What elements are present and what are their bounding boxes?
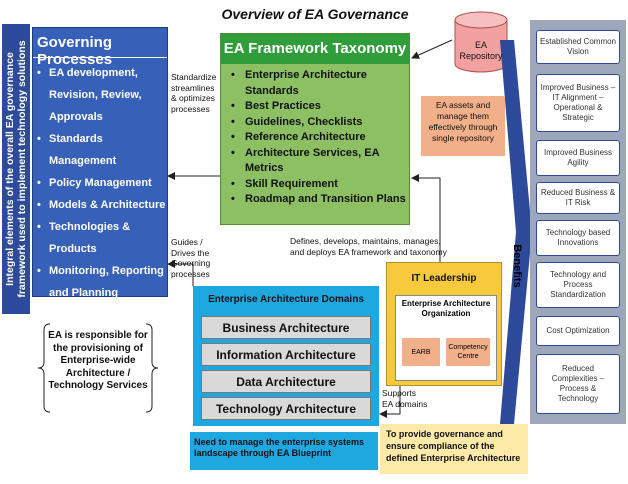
domain-business: Business Architecture (201, 316, 371, 339)
side-label-line-1: Integral elements of the overall EA gove… (4, 52, 16, 286)
taxonomy-item: Enterprise Architecture Standards (229, 68, 409, 99)
benefit-item: Cost Optimization (536, 316, 620, 346)
governing-processes-heading: Governing Processes (33, 28, 167, 68)
benefit-item: Established Common Vision (536, 30, 620, 64)
benefits-arrow-shape (500, 40, 532, 424)
supports-note: Supports EA domains (382, 388, 428, 409)
arrow-domains-to-governing (167, 260, 194, 286)
repository-label-line-2: Repository (459, 51, 503, 61)
benefits-column: Established Common Vision Improved Busin… (530, 20, 626, 424)
taxonomy-item: Skill Requirement (229, 177, 409, 193)
side-label-text: Integral elements of the overall EA gove… (4, 24, 28, 314)
taxonomy-item: Roadmap and Transition Plans (229, 192, 409, 208)
repository-note: EA assets and manage them effectively th… (421, 96, 505, 156)
benefits-label-text: Benefits (511, 244, 523, 288)
repository-cylinder (454, 11, 508, 73)
taxonomy-list: Enterprise Architecture Standards Best P… (221, 68, 409, 208)
domain-technology: Technology Architecture (201, 397, 371, 420)
repository-label: EA Repository (455, 40, 507, 62)
it-leadership-heading: IT Leadership (411, 273, 477, 284)
taxonomy-box: EA Framework Taxonomy Enterprise Archite… (220, 33, 410, 225)
benefit-item: Technology and Process Standardization (536, 262, 620, 308)
benefit-item: Reduced Complexities – Process & Technol… (536, 354, 620, 414)
benefits-label: Benefits (507, 236, 527, 296)
governing-processes-box: Governing Processes EA development, Revi… (32, 27, 168, 343)
taxonomy-heading: EA Framework Taxonomy (221, 34, 409, 64)
arrow-leadership-to-domains (379, 386, 401, 418)
standardize-note: Standardize streamlines & optimizes proc… (171, 72, 217, 114)
domains-heading: Enterprise Architecture Domains (208, 294, 364, 305)
governing-item: Technologies & Products (37, 216, 167, 260)
taxonomy-item: Best Practices (229, 99, 409, 115)
taxonomy-item: Architecture Services, EA Metrics (229, 146, 409, 177)
side-label-bar: Integral elements of the overall EA gove… (2, 24, 30, 314)
benefit-item: Improved Business Agility (536, 140, 620, 176)
arrow-repo-to-taxonomy (411, 39, 453, 59)
defines-note: Defines, develops, maintains, manages, a… (290, 236, 447, 257)
side-label-line-2: framework used to implement technology s… (16, 40, 28, 298)
taxonomy-item: Guidelines, Checklists (229, 115, 409, 131)
domain-data: Data Architecture (201, 370, 371, 393)
governance-note: To provide governance and ensure complia… (380, 424, 528, 474)
benefit-item: Technology based Innovations (536, 220, 620, 256)
diagram-title: Overview of EA Governance (221, 6, 409, 22)
earb-box: EARB (402, 338, 440, 366)
governing-item: Revision, Review, (49, 89, 142, 101)
guides-note: Guides / Drives the Governing processes (171, 237, 211, 279)
ea-organization-title: Enterprise Architecture Organization (401, 299, 491, 318)
governing-item: EA development, (37, 62, 167, 84)
taxonomy-item: Reference Architecture (229, 130, 409, 146)
governing-item: and Planning (49, 287, 119, 299)
it-leadership-box: IT Leadership Enterprise Architecture Or… (386, 262, 502, 386)
repository-label-line-1: EA (474, 40, 487, 50)
governing-item: Models & Architecture (37, 194, 167, 216)
governing-item: Approvals (49, 111, 103, 123)
domains-box: Enterprise Architecture Domains Business… (193, 286, 379, 426)
competency-centre-box: Competency Centre (446, 338, 490, 366)
domains-note: Need to manage the enterprise systems la… (190, 432, 378, 470)
governing-item: Framework Management (37, 304, 167, 348)
governing-item: Standards Management (37, 128, 167, 172)
benefit-item: Reduced Business & IT Risk (536, 182, 620, 214)
benefit-item: Improved Business – IT Alignment – Opera… (536, 74, 620, 132)
governing-processes-list: EA development, Revision, Review, Approv… (33, 62, 167, 348)
arrow-leadership-to-taxonomy (411, 174, 441, 262)
governing-item: Policy Management (37, 172, 167, 194)
ea-organization-box: Enterprise Architecture Organization EAR… (395, 295, 497, 381)
governing-item: Monitoring, Reporting (37, 260, 167, 282)
domain-information: Information Architecture (201, 343, 371, 366)
ea-responsibility-text: EA is responsible for the provisioning o… (48, 330, 148, 391)
